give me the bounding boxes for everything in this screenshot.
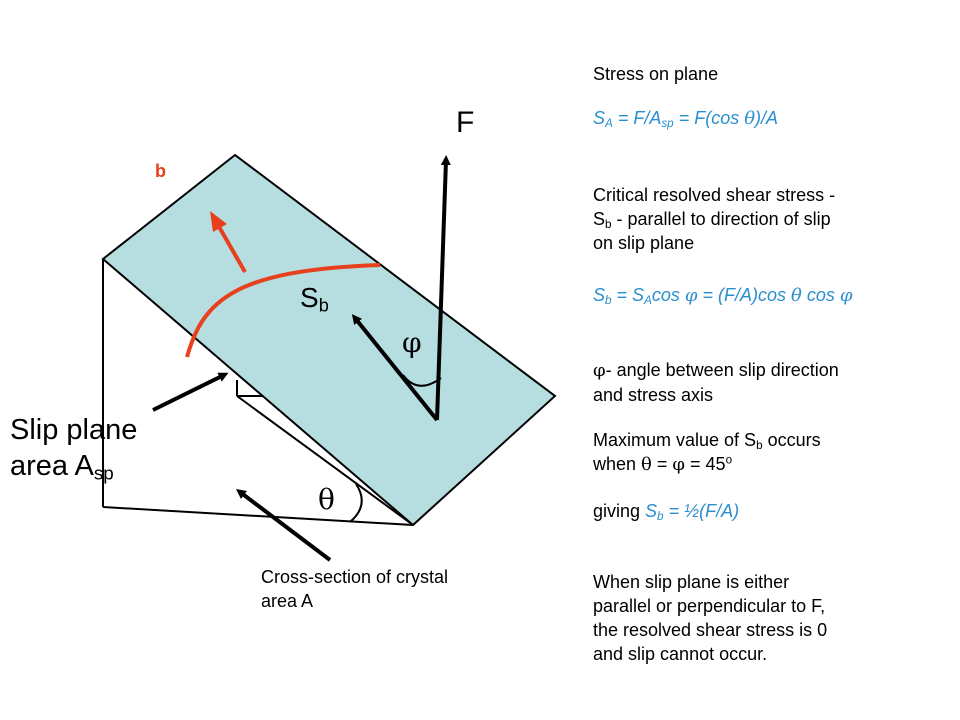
giving-line: giving Sb = ½(F/A)	[593, 501, 740, 523]
maximum-value-paragraph: Maximum value of Sb occurs when θ = φ = …	[593, 430, 821, 475]
equation-sa: SA = F/Asp = F(cos θ)/A	[593, 108, 779, 130]
slip-plane-pointer-arrow	[152, 372, 229, 412]
cross-section-label: Cross-section of crystal area A	[261, 565, 448, 613]
force-label: F	[456, 106, 475, 139]
theta-angle-arc	[349, 483, 363, 523]
wedge-hidden-edge	[236, 395, 414, 526]
slip-curve	[185, 263, 381, 358]
slip-direction-label: b	[155, 161, 166, 181]
equation-sb: Sb = SAcos φ = (F/A)cos θ cos φ	[593, 285, 853, 307]
cross-section-label-line2: area A	[261, 591, 314, 611]
shear-label-sub: b	[318, 295, 329, 316]
shear-label: Sb	[300, 280, 329, 315]
cross-section-label-line1: Cross-section of crystal	[261, 567, 449, 587]
slip-direction-line	[216, 224, 247, 273]
cross-section-pointer-arrow	[236, 488, 332, 562]
phi-angle-arc	[402, 374, 442, 387]
phi-label: φ	[402, 326, 422, 359]
slip-direction-arrowhead	[210, 211, 227, 232]
crss-paragraph: Critical resolved shear stress - Sb - pa…	[593, 185, 836, 253]
slip-plane-label-line1: Slip plane	[10, 414, 138, 446]
wedge-base-edge	[102, 506, 414, 526]
slip-plane-label: Slip plane area Asp	[10, 412, 137, 484]
slip-plane	[101, 153, 557, 527]
force-arrow	[435, 155, 451, 421]
stress-on-plane-title: Stress on plane	[593, 64, 719, 84]
when-slip-paragraph: When slip plane is either parallel or pe…	[593, 572, 828, 664]
slip-plane-label-line2: area Asp	[10, 450, 114, 484]
shear-label-main: S	[300, 282, 319, 313]
phi-definition: φ- angle between slip direction and stre…	[593, 360, 839, 405]
theta-label: θ	[318, 483, 335, 516]
shear-arrow	[351, 314, 439, 422]
